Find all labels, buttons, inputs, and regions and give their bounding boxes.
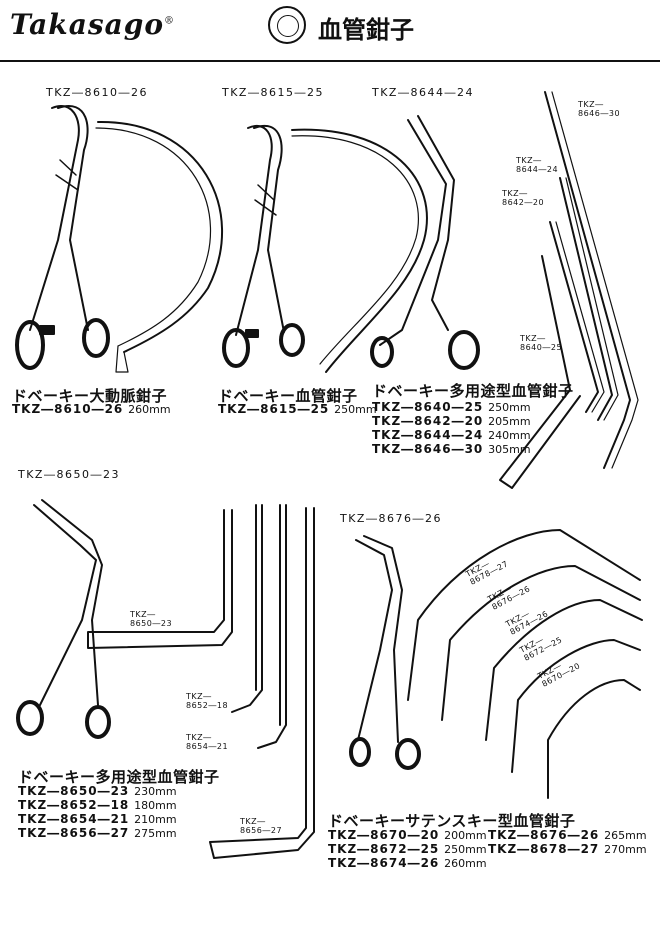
jaw-detail-8670 bbox=[547, 679, 641, 799]
spec-list-8670-series-a: TKZ―8670―20 200mm TKZ―8672―25 250mm TKZ―… bbox=[328, 828, 487, 870]
jaw-detail-8678 bbox=[407, 529, 641, 701]
product-title-aortic-clamp: ドベーキー大動脈鉗子 bbox=[12, 387, 168, 405]
jaw-detail-8610 bbox=[95, 120, 224, 373]
caption-8676: TKZ―8676―26 bbox=[340, 512, 442, 525]
jaw-label-8656: TKZ―8656―27 bbox=[240, 817, 283, 835]
jaw-detail-8650 bbox=[87, 509, 233, 649]
jaw-detail-8644 bbox=[559, 177, 619, 421]
spec-line: TKZ―8678―27 270mm bbox=[488, 842, 647, 856]
spec-line: TKZ―8640―25 250mm bbox=[372, 400, 531, 414]
forceps-drawing-8650 bbox=[16, 499, 111, 739]
spec-code: TKZ―8610―26 bbox=[12, 402, 124, 416]
catalog-title: 血管鉗子 bbox=[318, 16, 414, 44]
product-title-multipurpose-clamp-2: ドベーキー多用途型血管鉗子 bbox=[18, 768, 220, 786]
jaw-detail-8615 bbox=[291, 128, 428, 373]
spec-list-8640-series: TKZ―8640―25 250mm TKZ―8642―20 205mm TKZ―… bbox=[372, 400, 531, 456]
jaw-detail-8676 bbox=[441, 565, 641, 721]
jaw-label-8652: TKZ―8652―18 bbox=[186, 692, 229, 710]
jaw-detail-8656 bbox=[209, 507, 315, 859]
jaw-label-8642: TKZ―8642―20 bbox=[502, 189, 545, 207]
spec-list-8650-series: TKZ―8650―23 230mm TKZ―8652―18 180mm TKZ―… bbox=[18, 784, 177, 840]
jaw-detail-8642 bbox=[549, 221, 605, 413]
caption-8644: TKZ―8644―24 bbox=[372, 86, 474, 99]
product-title-multipurpose-clamp: ドベーキー多用途型血管鉗子 bbox=[372, 382, 574, 400]
caption-8650: TKZ―8650―23 bbox=[18, 468, 120, 481]
header-divider bbox=[0, 60, 660, 62]
jaw-detail-8672 bbox=[511, 639, 641, 773]
jaw-label-8640: TKZ―8640―25 bbox=[520, 334, 563, 352]
spec-line: TKZ―8672―25 250mm bbox=[328, 842, 487, 856]
forceps-drawing-8610 bbox=[15, 105, 110, 370]
spec-line: TKZ―8676―26 265mm bbox=[488, 828, 647, 842]
product-title-vascular-clamp: ドベーキー血管鉗子 bbox=[218, 387, 358, 405]
spec-line: TKZ―8650―23 230mm bbox=[18, 784, 177, 798]
forceps-drawing-8615 bbox=[222, 125, 305, 368]
spec-line: TKZ―8642―20 205mm bbox=[372, 414, 531, 428]
spec-line: TKZ―8670―20 200mm bbox=[328, 828, 487, 842]
jaw-label-8644: TKZ―8644―24 bbox=[516, 156, 559, 174]
jaw-detail-8640 bbox=[499, 255, 581, 489]
spec-code: TKZ―8615―25 bbox=[218, 402, 330, 416]
jaw-label-8654: TKZ―8654―21 bbox=[186, 733, 229, 751]
jaw-label-8646: TKZ―8646―30 bbox=[578, 100, 621, 118]
spec-list-8670-series-b: TKZ―8676―26 265mm TKZ―8678―27 270mm bbox=[488, 828, 647, 856]
caption-8610: TKZ―8610―26 bbox=[46, 86, 148, 99]
catalog-header: Takasago® 血管鉗子 bbox=[0, 0, 660, 62]
forceps-drawing-8644 bbox=[370, 115, 480, 370]
jaw-detail-8652 bbox=[231, 504, 263, 713]
spec-line-8610: TKZ―8610―26 260mm bbox=[12, 402, 171, 416]
spec-line: TKZ―8646―30 305mm bbox=[372, 442, 531, 456]
jaw-detail-8674 bbox=[485, 599, 643, 741]
caption-8615: TKZ―8615―25 bbox=[222, 86, 324, 99]
registered-mark: ® bbox=[164, 15, 176, 27]
forceps-drawing-8676 bbox=[349, 535, 421, 770]
jaw-detail-8654 bbox=[257, 504, 287, 749]
brand-name: Takasago bbox=[10, 8, 165, 41]
spec-size: 250mm bbox=[334, 403, 377, 416]
jaw-detail-8646 bbox=[544, 91, 639, 469]
company-seal-icon bbox=[268, 6, 306, 44]
spec-line: TKZ―8674―26 260mm bbox=[328, 856, 487, 870]
spec-size: 260mm bbox=[128, 403, 171, 416]
spec-line: TKZ―8656―27 275mm bbox=[18, 826, 177, 840]
product-title-satinsky-clamp: ドベーキーサテンスキー型血管鉗子 bbox=[328, 812, 576, 830]
brand-logo: Takasago® bbox=[10, 8, 175, 41]
spec-line: TKZ―8652―18 180mm bbox=[18, 798, 177, 812]
spec-line: TKZ―8644―24 240mm bbox=[372, 428, 531, 442]
spec-line: TKZ―8654―21 210mm bbox=[18, 812, 177, 826]
spec-line-8615: TKZ―8615―25 250mm bbox=[218, 402, 377, 416]
jaw-label-8650: TKZ―8650―23 bbox=[130, 610, 173, 628]
